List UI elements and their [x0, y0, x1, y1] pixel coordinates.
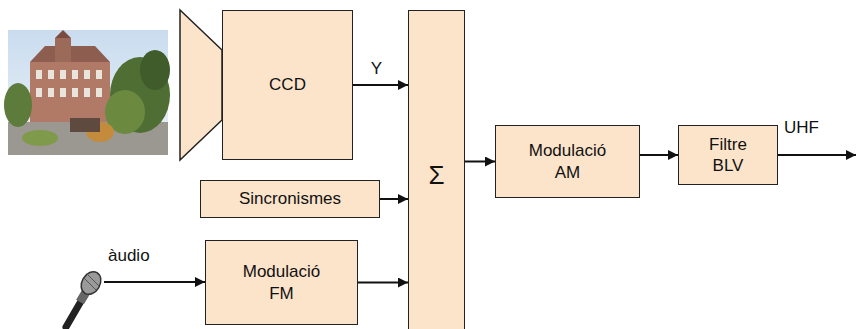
- signal-arrow: [640, 154, 678, 156]
- camera-lens: [180, 10, 222, 160]
- box-label: CCD: [269, 74, 306, 95]
- output-label: UHF: [784, 118, 819, 138]
- box-label: Sincronismes: [239, 188, 341, 209]
- signal-arrow: [465, 161, 495, 163]
- ccd-box: CCD: [222, 10, 353, 160]
- vsb-filter-box: Filtre BLV: [678, 125, 778, 185]
- box-label: Modulació FM: [237, 261, 327, 304]
- signal-arrow: [380, 198, 408, 200]
- building-photo: [4, 30, 170, 155]
- signal-name: Y: [371, 59, 382, 79]
- signal-label: àudio: [108, 246, 150, 266]
- sync-box: Sincronismes: [200, 180, 380, 218]
- box-label: Filtre BLV: [698, 134, 758, 177]
- microphone-icon: [66, 268, 105, 327]
- signal-arrow: [358, 282, 408, 284]
- signal-arrow: [353, 84, 408, 86]
- output-wire: [778, 154, 856, 156]
- fm-modulator-box: Modulació FM: [205, 240, 358, 325]
- am-modulator-box: Modulació AM: [495, 125, 640, 198]
- box-label: Σ: [428, 159, 444, 192]
- box-label: Modulació AM: [523, 140, 613, 183]
- audio-wire: [104, 281, 205, 283]
- sum-box: Σ: [408, 10, 465, 329]
